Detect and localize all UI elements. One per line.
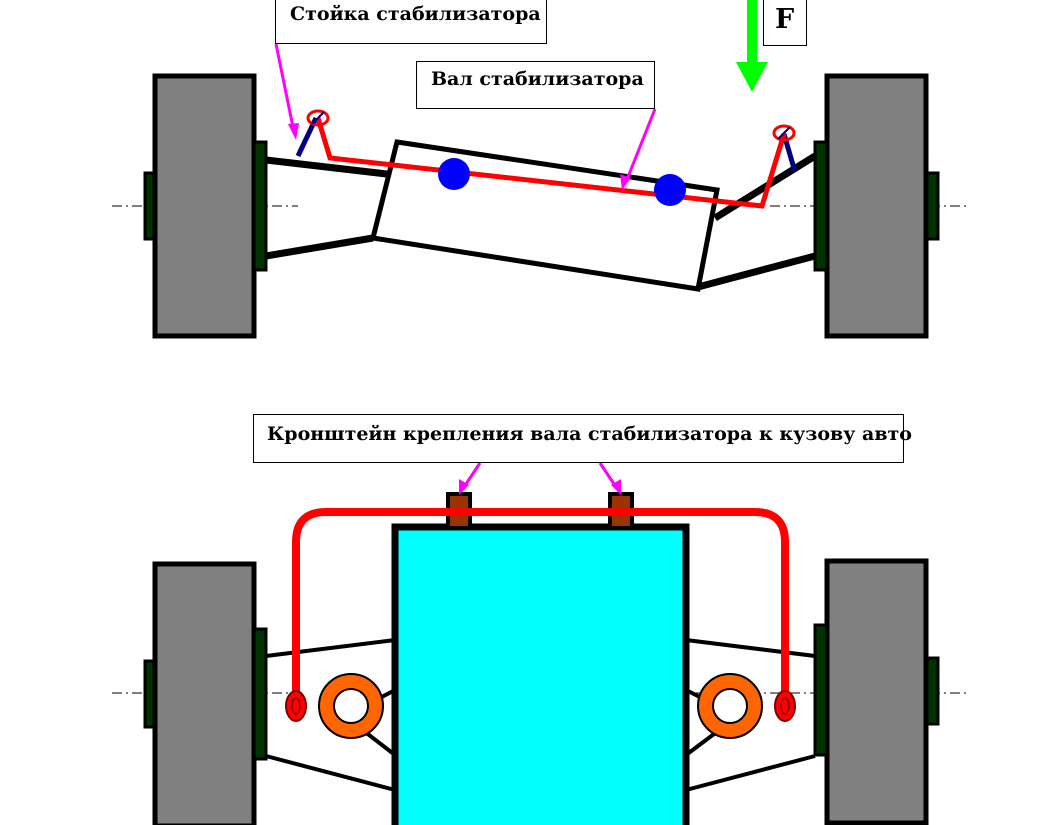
right-upper-arm	[713, 153, 817, 221]
right-hub-inner	[813, 140, 829, 272]
bracket-label: Кронштейн крепления вала стабилизатора к…	[253, 414, 912, 463]
plan-right-bar-end-icon	[774, 690, 796, 722]
right-bushing-ring-icon	[697, 673, 763, 739]
bracket-pointer-arrow-right	[598, 462, 621, 495]
right-wheel	[824, 73, 929, 339]
left-wheel	[152, 73, 257, 339]
left-link-joint-icon	[306, 109, 330, 127]
left-upper-arm	[265, 156, 388, 178]
left-hub-inner	[252, 140, 268, 272]
plan-left-wheel	[152, 561, 257, 825]
left-lower-arm	[265, 234, 374, 260]
force-arrow-icon	[736, 0, 768, 92]
stabilizer-bar-tilted	[315, 117, 787, 209]
car-body	[391, 523, 690, 825]
right-pivot-dot-icon	[654, 174, 686, 206]
right-link-joint-icon	[772, 124, 796, 142]
shaft-label: Вал стабилизатора	[416, 61, 655, 109]
force-label: F	[763, 0, 807, 46]
plan-left-bar-end-icon	[285, 690, 307, 722]
tilted-car-body	[369, 139, 720, 292]
top-view	[112, 0, 970, 339]
shaft-pointer-arrow	[620, 108, 657, 190]
plan-left-hub-inner	[252, 627, 268, 761]
plan-right-hub-inner	[813, 623, 829, 757]
left-bushing-ring-icon	[318, 673, 384, 739]
left-pivot-dot-icon	[438, 158, 470, 190]
plan-right-lower-arm	[685, 754, 816, 792]
bracket-pointer-arrow-left	[459, 462, 482, 495]
plan-left-upper-arm	[265, 638, 396, 658]
stabilizer-bar-plan	[292, 508, 789, 700]
bottom-view	[112, 462, 970, 825]
plan-right-wheel	[824, 558, 929, 825]
right-lower-arm	[697, 252, 816, 291]
plan-left-lower-arm	[265, 754, 396, 792]
strut-label: Стойка стабилизатора	[275, 0, 547, 44]
plan-right-upper-arm	[685, 638, 816, 658]
strut-pointer-arrow	[274, 43, 299, 140]
